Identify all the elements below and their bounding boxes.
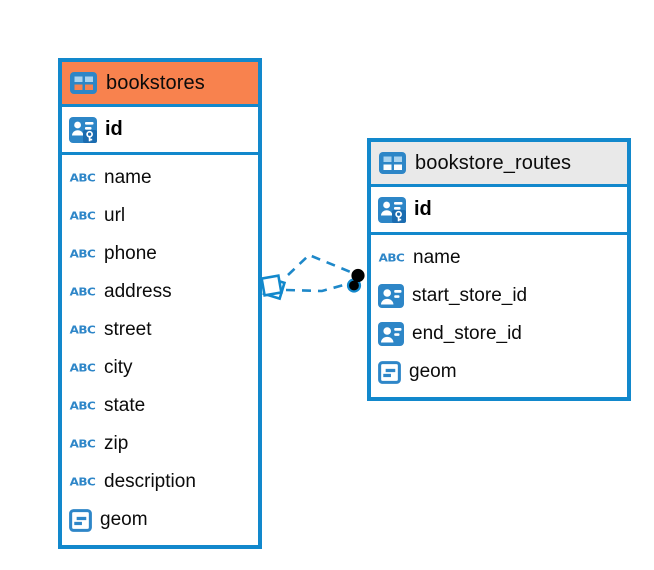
column-name: geom: [100, 509, 148, 530]
geometry-type-icon: [378, 361, 401, 384]
column-name: name: [413, 247, 461, 268]
text-type-icon: ABC: [69, 323, 96, 337]
relationship-endpoint-dot: [351, 268, 365, 283]
column-row[interactable]: ABC city: [62, 349, 258, 387]
primary-key-name: id: [105, 118, 123, 140]
column-row[interactable]: ABC url: [62, 197, 258, 235]
column-name: start_store_id: [412, 285, 528, 306]
column-name: description: [104, 471, 196, 492]
column-name: geom: [409, 361, 457, 382]
column-name: url: [104, 205, 126, 226]
column-row[interactable]: end_store_id: [371, 315, 627, 353]
primary-key-row[interactable]: id: [62, 107, 258, 155]
column-row[interactable]: geom: [62, 501, 258, 539]
table-grid-icon: [70, 72, 97, 94]
column-row[interactable]: ABC description: [62, 463, 258, 501]
primary-key-row[interactable]: id: [371, 187, 627, 235]
text-type-icon: ABC: [69, 247, 96, 261]
relationship-endpoint-dot: [346, 278, 362, 293]
text-type-icon: ABC: [69, 475, 96, 489]
primary-key-name: id: [414, 198, 432, 220]
column-name: street: [104, 319, 152, 340]
entity-table-bookstore-routes[interactable]: bookstore_routes id ABC name start_store_i…: [367, 138, 631, 401]
column-name: end_store_id: [412, 323, 522, 344]
person-ref-icon: [378, 322, 404, 346]
column-row[interactable]: start_store_id: [371, 277, 627, 315]
relationship-line-end-store[interactable]: [285, 281, 352, 293]
text-type-icon: ABC: [69, 361, 96, 375]
table-title: bookstores: [106, 71, 205, 94]
table-title: bookstore_routes: [415, 151, 572, 174]
person-key-icon: [378, 197, 406, 223]
relationship-line-start-store[interactable]: [287, 253, 354, 276]
table-header[interactable]: bookstore_routes: [371, 142, 627, 187]
column-name: address: [104, 281, 172, 302]
text-type-icon: ABC: [378, 251, 405, 265]
relationship-squares-marker: [260, 274, 287, 301]
column-row[interactable]: ABC street: [62, 311, 258, 349]
column-row[interactable]: ABC address: [62, 273, 258, 311]
text-type-icon: ABC: [69, 171, 96, 185]
column-row[interactable]: ABC phone: [62, 235, 258, 273]
column-row[interactable]: ABC name: [371, 239, 627, 277]
text-type-icon: ABC: [69, 285, 96, 299]
column-name: phone: [104, 243, 157, 264]
text-type-icon: ABC: [69, 399, 96, 413]
column-name: name: [104, 167, 152, 188]
table-header[interactable]: bookstores: [62, 62, 258, 107]
column-name: state: [104, 395, 146, 416]
column-name: zip: [104, 433, 129, 454]
person-key-icon: [69, 117, 97, 143]
column-row[interactable]: ABC state: [62, 387, 258, 425]
geometry-type-icon: [69, 509, 92, 532]
text-type-icon: ABC: [69, 437, 96, 451]
table-grid-icon: [379, 152, 406, 174]
column-row[interactable]: ABC name: [62, 159, 258, 197]
column-name: city: [104, 357, 133, 378]
column-row[interactable]: ABC zip: [62, 425, 258, 463]
column-row[interactable]: geom: [371, 353, 627, 391]
text-type-icon: ABC: [69, 209, 96, 223]
person-ref-icon: [378, 284, 404, 308]
